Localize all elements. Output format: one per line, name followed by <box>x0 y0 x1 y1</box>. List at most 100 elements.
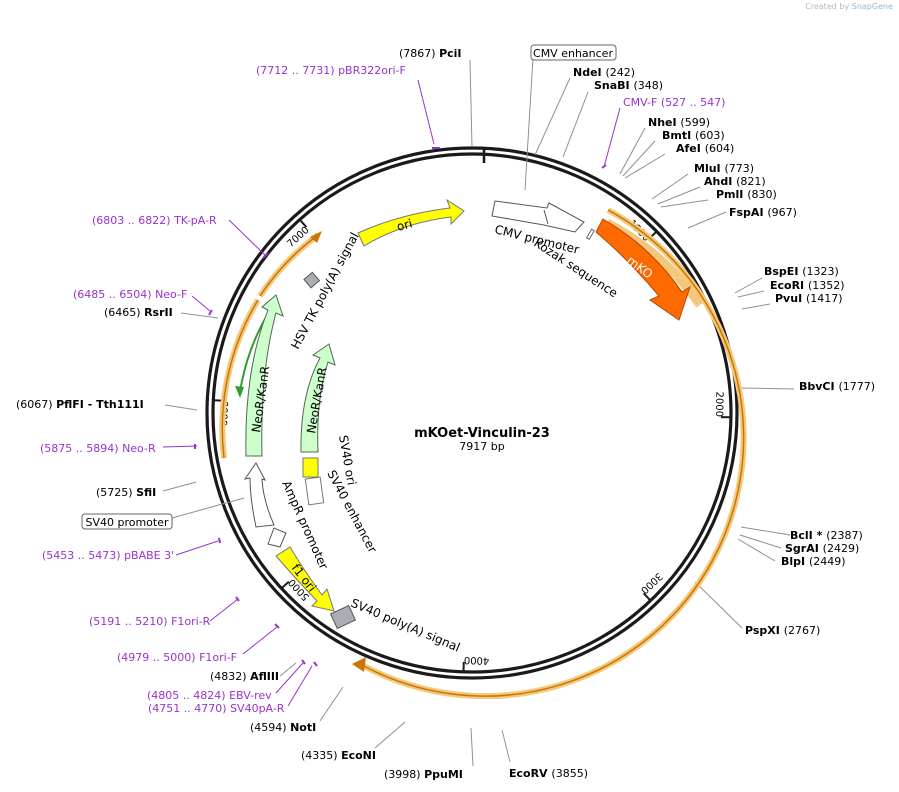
site-name: EcoRI <box>770 279 808 292</box>
site-label-ecorv: EcoRV (3855) <box>509 767 588 780</box>
site-name: NotI <box>290 721 316 734</box>
tick-mark <box>642 592 651 601</box>
tick-mark <box>299 219 308 228</box>
site-name: SgrAI <box>785 542 823 555</box>
primer-range: (4751 .. 4770) <box>148 702 230 715</box>
site-position: (5725) <box>96 486 136 499</box>
primer-label-neo-f: (6485 .. 6504) Neo-F <box>73 288 187 301</box>
backbone-outer-ring <box>205 146 739 680</box>
site-name: NdeI <box>573 66 605 79</box>
site-position: (6465) <box>104 306 144 319</box>
site-label-snabi: SnaBI (348) <box>594 79 663 92</box>
watermark: Created by SnapGene <box>805 2 893 11</box>
primer-name: pBABE 3' <box>124 549 174 562</box>
primer-name: F1ori-R <box>171 615 211 628</box>
primer-range: (5875 .. 5894) <box>40 442 122 455</box>
sv40-ori-box <box>302 457 319 478</box>
cmv-promoter-arrow <box>491 200 585 233</box>
ori-label: ori <box>395 216 414 234</box>
site-label-pflfi-tth111i: (6067) PflFI - Tth111I <box>16 398 144 411</box>
site-label-ppumi: (3998) PpuMI <box>384 768 463 781</box>
site-position: (348) <box>633 79 663 92</box>
site-name: BlpI <box>781 555 809 568</box>
primer-name: Neo-F <box>155 288 187 301</box>
primer-range: (5453 .. 5473) <box>42 549 124 562</box>
site-name: AflIII <box>250 670 279 683</box>
sv40-promoter-box <box>81 513 173 530</box>
sv40-polya-box <box>329 604 357 630</box>
primer-range: (6485 .. 6504) <box>73 288 155 301</box>
plasmid-name: mKOet-Vinculin-23 <box>414 426 550 441</box>
primer-label-ebv-rev: (4805 .. 4824) EBV-rev <box>147 689 272 702</box>
neo-outer-arrow <box>245 294 284 457</box>
cmv-enhancer-label: CMV enhancer <box>533 47 613 60</box>
orf-right-arrowhead <box>352 657 366 672</box>
site-position: (4594) <box>250 721 290 734</box>
site-name: NheI <box>648 116 680 129</box>
site-position: (6067) <box>16 398 56 411</box>
site-position: (2387) <box>826 529 863 542</box>
site-position: (3855) <box>551 767 588 780</box>
site-label-rsrii: (6465) RsrII <box>104 306 173 319</box>
site-label-bcli: BclI * (2387) <box>790 529 863 542</box>
primer-label-f1ori-f: (4979 .. 5000) F1ori-F <box>117 651 237 664</box>
cmv-enhancer-box <box>530 44 617 61</box>
site-label-afliii: (4832) AflIII <box>210 670 279 683</box>
neo-inner-arrow <box>300 343 336 453</box>
site-label-mlui: MluI (773) <box>694 162 754 175</box>
primer-name: Neo-R <box>122 442 156 455</box>
site-name: PciI <box>439 47 461 60</box>
site-layer: (7867) PciI NdeI (242)SnaBI (348) NheI (59… <box>16 47 875 781</box>
hsv-tk-polya-box <box>303 271 321 289</box>
site-label-afei: AfeI (604) <box>676 142 734 155</box>
site-label-bbvci: BbvCI (1777) <box>799 380 875 393</box>
site-name: EcoNI <box>341 749 376 762</box>
site-position: (599) <box>680 116 710 129</box>
primer-range: (527 .. 547) <box>661 96 726 109</box>
site-label-ahdi: AhdI (821) <box>704 175 766 188</box>
primer-name: F1ori-F <box>199 651 237 664</box>
site-name: SfiI <box>136 486 156 499</box>
ori-arrow <box>357 198 465 247</box>
site-name: PmlI <box>716 188 747 201</box>
site-label-ndei: NdeI (242) <box>573 66 635 79</box>
site-label-fspai: FspAI (967) <box>729 206 797 219</box>
primer-name: SV40pA-R <box>230 702 285 715</box>
site-position: (1777) <box>838 380 875 393</box>
site-label-econi: (4335) EcoNI <box>301 749 376 762</box>
site-name: PflFI - Tth111I <box>56 398 144 411</box>
primer-name: CMV-F <box>623 96 661 109</box>
backbone-inner-ring <box>211 152 733 674</box>
sv40-promoter-label: SV40 promoter <box>85 516 169 529</box>
site-label-noti: (4594) NotI <box>250 721 316 734</box>
site-name: SnaBI <box>594 79 633 92</box>
site-position: (2449) <box>809 555 846 568</box>
kozak-box <box>585 228 595 241</box>
site-position: (821) <box>736 175 766 188</box>
site-name: BclI * <box>790 529 826 542</box>
site-label-pmli: PmlI (830) <box>716 188 777 201</box>
site-position: (1323) <box>802 265 839 278</box>
site-position: (2429) <box>823 542 860 555</box>
primer-label-cmv-f: CMV-F (527 .. 547) <box>623 96 725 109</box>
site-label-pcii: (7867) PciI <box>399 47 462 60</box>
tick-label: 4000 <box>464 654 490 666</box>
site-name: PspXI <box>745 624 784 637</box>
site-label-blpi: BlpI (2449) <box>781 555 846 568</box>
tick-mark <box>281 580 290 589</box>
site-position: (3998) <box>384 768 424 781</box>
site-label-bmti: BmtI (603) <box>662 129 725 142</box>
site-position: (773) <box>724 162 754 175</box>
site-label-bspei: BspEI (1323) <box>764 265 839 278</box>
primer-label-tk-pa-r: (6803 .. 6822) TK-pA-R <box>92 214 217 227</box>
site-position: (1417) <box>806 292 843 305</box>
site-label-nhei: NheI (599) <box>648 116 710 129</box>
site-name: PpuMI <box>424 768 463 781</box>
sv40-polya-label: SV40 poly(A) signal <box>349 596 462 655</box>
site-position: (603) <box>695 129 725 142</box>
site-name: MluI <box>694 162 724 175</box>
site-position: (967) <box>767 206 797 219</box>
site-name: AhdI <box>704 175 736 188</box>
site-position: (604) <box>705 142 735 155</box>
